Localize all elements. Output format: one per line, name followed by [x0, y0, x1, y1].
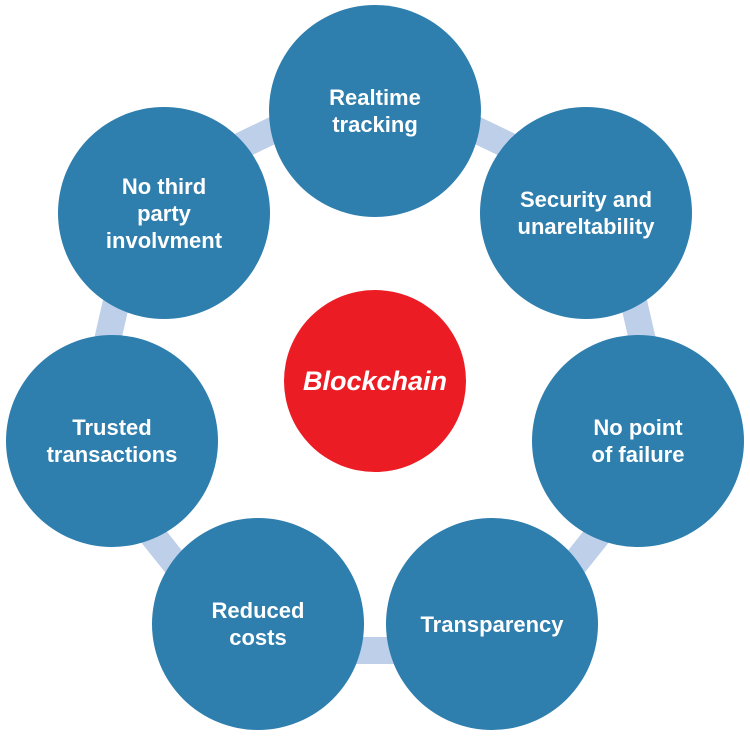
- node-label-no-third-party-involvment: No third party involvment: [105, 173, 223, 253]
- node-reduced-costs: Reduced costs: [152, 518, 364, 730]
- center-label: Blockchain: [302, 365, 448, 396]
- node-no-point-of-failure: No point of failure: [532, 335, 744, 547]
- node-label-reduced-costs: Reduced costs: [211, 598, 305, 650]
- node-label-transparency: Transparency: [420, 611, 564, 637]
- node-transparency: Transparency: [386, 518, 598, 730]
- node-label-no-point-of-failure: No point of failure: [591, 415, 685, 467]
- node-no-third-party-involvment: No third party involvment: [58, 107, 270, 319]
- node-realtime-tracking: Realtime tracking: [269, 5, 481, 217]
- node-label-security-unareltability: Security and unareltability: [517, 187, 655, 239]
- node-security-unareltability: Security and unareltability: [480, 107, 692, 319]
- node-label-trusted-transactions: Trusted transactions: [46, 415, 178, 467]
- node-label-realtime-tracking: Realtime tracking: [329, 85, 421, 137]
- node-trusted-transactions: Trusted transactions: [6, 335, 218, 547]
- node-blockchain-center: Blockchain: [284, 290, 466, 472]
